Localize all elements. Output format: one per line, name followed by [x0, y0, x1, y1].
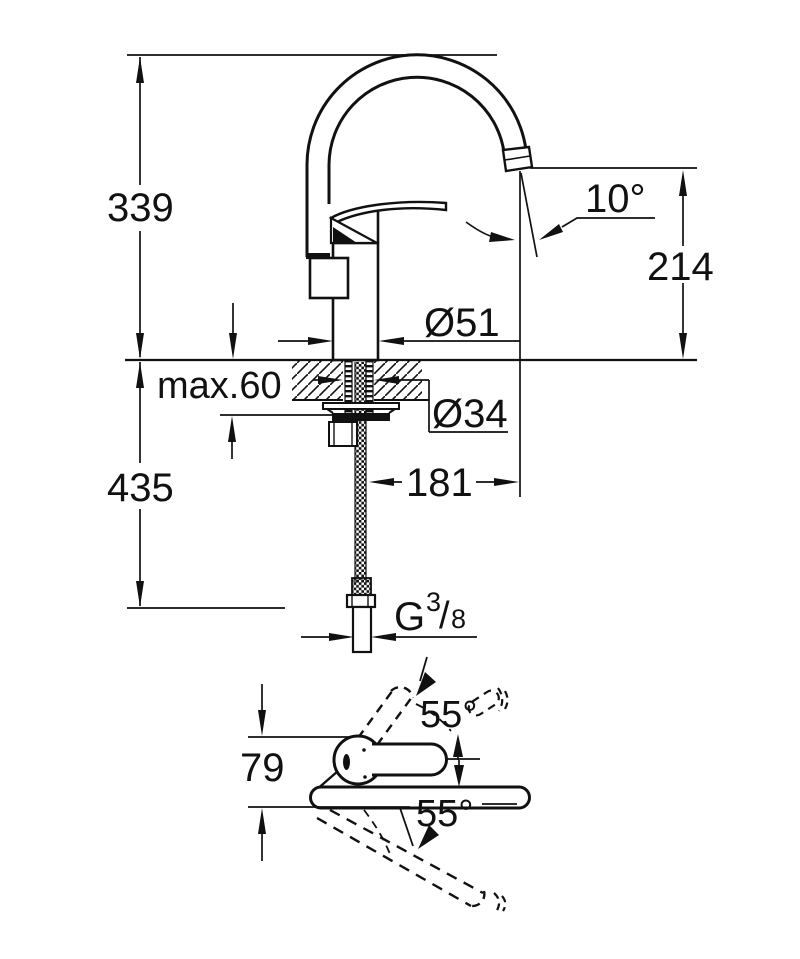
- spout-collar-cap: [306, 253, 330, 259]
- aerator-detail-line: [504, 155, 531, 161]
- spout-swung-cap: [471, 890, 486, 908]
- dim-spout-angle: 10°: [585, 177, 646, 221]
- dimension-labels: 339 10° 214 Ø51 max.60 Ø34 435 181 G 3 /…: [107, 177, 714, 835]
- arrow-435-bottom: [136, 581, 144, 607]
- spout-swung-echo-arcs: [493, 892, 507, 913]
- leader-55-top: [419, 656, 428, 682]
- handle-wedge-shadow: [333, 227, 357, 243]
- lever-swung-dashed: [357, 689, 413, 746]
- spout-inner-curve: [327, 75, 506, 204]
- spout-swung-up-stub: [467, 689, 500, 717]
- dim-thread-size: G 3 / 8: [394, 587, 466, 639]
- arrow-339-bottom: [136, 333, 144, 359]
- lever-handle: [328, 200, 448, 224]
- arrow-10deg: [539, 224, 563, 240]
- mounting-flange: [322, 402, 400, 410]
- arrow-max60-bottom: [228, 416, 236, 442]
- faucet-side-view: [305, 53, 538, 654]
- arrow-max60-top: [229, 333, 237, 359]
- spout-top-view: [309, 785, 531, 810]
- arrow-435-top: [136, 362, 144, 388]
- cartridge-housing: [308, 256, 350, 300]
- hose-crimp-sleeve: [351, 577, 372, 597]
- arrow-214-top: [679, 170, 687, 196]
- supply-fitting-detail: [333, 422, 353, 446]
- dimension-annotations: [127, 54, 697, 641]
- arrow-hole-left: [318, 376, 343, 384]
- supply-hose-braid: [355, 362, 366, 583]
- arrow-214-bottom: [679, 333, 687, 359]
- dim-handle-span: 79: [240, 746, 285, 790]
- dim-below-counter-length: 435: [107, 466, 174, 510]
- dim-projection: 181: [406, 461, 473, 505]
- arrow-g38-left: [329, 633, 354, 641]
- arrow-181-left: [369, 478, 394, 486]
- swing-arc-top: [415, 703, 452, 732]
- arrow-hole-right: [374, 376, 399, 384]
- dim-base-diameter: Ø51: [424, 301, 500, 345]
- spout-swung-dashed: [316, 808, 484, 908]
- dim-max-counter-thickness: max.60: [157, 365, 282, 407]
- arrow-angle-up: [453, 734, 463, 757]
- leader-o34: [398, 379, 508, 433]
- bottom-view: [248, 656, 531, 913]
- thread-tube: [351, 605, 373, 654]
- supply-fitting: [328, 421, 358, 447]
- dim-outlet-height: 214: [647, 245, 714, 289]
- dim-line-79: [248, 684, 410, 861]
- arrow-o51-left: [308, 337, 333, 345]
- arrow-55-top: [416, 672, 436, 696]
- aerator-outlet: [501, 145, 534, 173]
- arrow-55-bottom: [418, 825, 439, 849]
- swing-arc-bottom: [363, 809, 391, 855]
- arrow-g38-right: [371, 633, 396, 641]
- arrow-79-bottom: [258, 808, 266, 834]
- lever-slot-mark: [343, 754, 350, 770]
- lever-swung-cap: [390, 686, 415, 699]
- mounting-nut: [332, 413, 390, 421]
- dim-hole-diameter: Ø34: [432, 392, 508, 436]
- dim-total-height: 339: [107, 186, 174, 230]
- dim-line-max60-bottom: [220, 414, 338, 459]
- leader-55-bottom: [399, 807, 414, 847]
- arrow-angle-down: [454, 765, 464, 787]
- dim-swivel-angle-top: 55°: [420, 694, 477, 736]
- stream-angled-line: [520, 172, 538, 258]
- hose-nut-facets: [351, 595, 369, 607]
- lever-top-view: [372, 742, 448, 777]
- hose-nut: [345, 593, 377, 609]
- pivot-dot-top: [362, 748, 366, 752]
- arrow-o51-right: [379, 337, 404, 345]
- spout-stub-echo-arcs: [497, 687, 509, 712]
- arrow-stream-swing: [489, 232, 515, 242]
- dim-swivel-angle-bottom: 55°: [416, 793, 473, 835]
- leader-10deg: [561, 217, 655, 228]
- flange-slants: [326, 408, 396, 414]
- pivot-dot-bottom: [363, 775, 367, 779]
- arrow-79-top: [258, 710, 266, 736]
- arrow-339-top: [136, 57, 144, 83]
- arrow-181-right: [494, 478, 519, 486]
